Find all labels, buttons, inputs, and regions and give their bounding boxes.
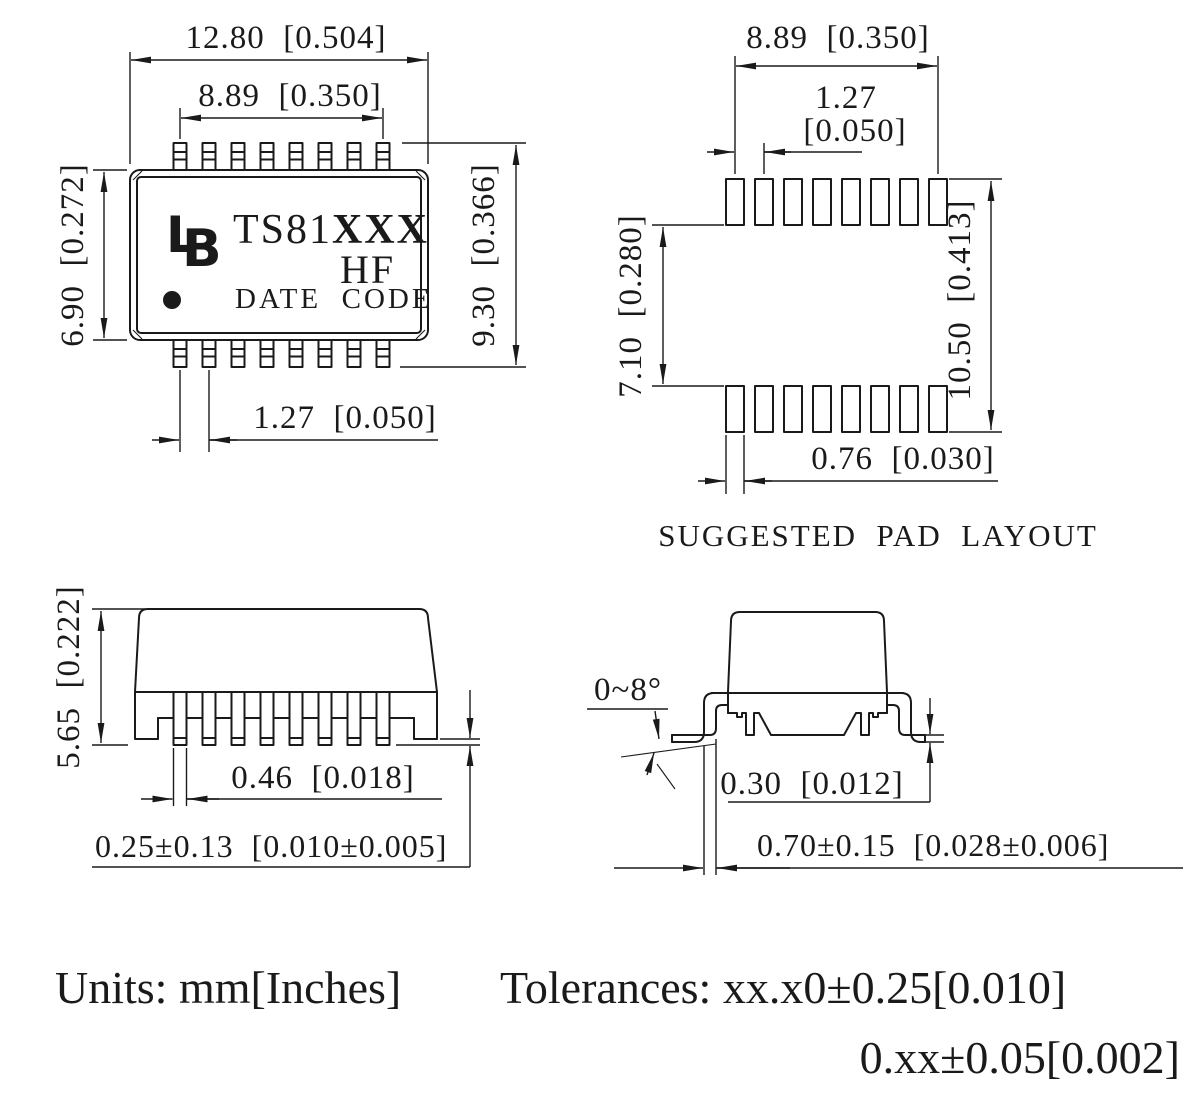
pad-layout-caption: SUGGESTED PAD LAYOUT (658, 518, 1098, 553)
part-number: TS81XXX (233, 207, 429, 253)
dim-lead-width-label: 0.46 [0.018] (231, 760, 414, 796)
dim-standoff: 0.25±0.13 [0.010±0.005] (92, 690, 480, 868)
dim-standoff-label: 0.25±0.13 [0.010±0.005] (95, 828, 447, 864)
brand-logo: L (166, 206, 198, 264)
dim-lead-thickness-label: 0.30 [0.012] (720, 766, 903, 802)
top-view-body-outline (129, 169, 429, 341)
dim-pad-pitch: 1.27 [0.050] (707, 80, 906, 174)
dim-pad-span: 8.89 [0.350] (734, 20, 939, 174)
dim-body-height-label: 6.90 [0.272] (55, 163, 91, 346)
footer-notes: Units: mm[Inches] Tolerances: xx.x0±0.25… (55, 962, 1180, 1083)
dim-pad-width-label: 0.76 [0.030] (811, 441, 994, 477)
dim-lead-angle: 0~8° (587, 672, 717, 790)
dim-lead-thickness: 0.30 [0.012] (720, 698, 944, 803)
pad-rows (725, 178, 948, 433)
dim-pad-pitch-in-label: [0.050] (803, 113, 906, 149)
pad-layout-view: 8.89 [0.350] 1.27 [0.050] 7.10 [0.280] 1… (613, 20, 1098, 553)
end-view-left-lead (671, 692, 731, 743)
dim-pin-span-label: 8.89 [0.350] (198, 78, 381, 114)
marking-date-code: DATE CODE (235, 283, 433, 315)
top-view: L B TS81XXX HF DATE CODE 12.80 [0.504] 8… (55, 20, 526, 452)
dim-height-label: 5.65 [0.222] (51, 585, 87, 768)
dim-lead-angle-label: 0~8° (594, 672, 662, 708)
end-view: 0~8° 0.30 [0.012] 0.70±0.15 [0.028±0.006… (587, 611, 1183, 875)
dim-height: 5.65 [0.222] (51, 585, 145, 769)
pin1-marker-dot (163, 291, 181, 309)
side-view: 5.65 [0.222] 0.46 [0.018] 0.25±0.13 [0.0… (51, 585, 480, 868)
dim-foot-width-label: 0.70±0.15 [0.028±0.006] (757, 827, 1109, 863)
dim-foot-width: 0.70±0.15 [0.028±0.006] (614, 739, 1183, 875)
dim-outer-span: 10.50 [0.413] (942, 178, 1002, 433)
dim-inner-gap-label: 7.10 [0.280] (613, 214, 649, 397)
dim-outer-span-label: 10.50 [0.413] (942, 200, 978, 401)
dim-overall-height-label: 9.30 [0.366] (466, 163, 502, 346)
dim-pin-pitch-label: 1.27 [0.050] (253, 400, 436, 436)
dim-pad-span-label: 8.89 [0.350] (746, 20, 929, 56)
marking-hf: HF (340, 247, 395, 292)
dim-overall-width-label: 12.80 [0.504] (186, 20, 387, 56)
dim-overall-width: 12.80 [0.504] (129, 20, 429, 164)
dim-inner-gap: 7.10 [0.280] (613, 214, 724, 398)
brand-logo-b: B (182, 219, 222, 279)
dim-pad-pitch-mm-label: 1.27 (815, 80, 877, 116)
end-view-right-lead (884, 692, 926, 743)
dim-overall-height: 9.30 [0.366] (400, 142, 526, 368)
units-note: Units: mm[Inches] (55, 962, 401, 1013)
dim-pin-pitch: 1.27 [0.050] (152, 370, 438, 452)
tolerances-note-line1: Tolerances: xx.x0±0.25[0.010] (500, 962, 1066, 1013)
dim-body-height: 6.90 [0.272] (55, 163, 127, 347)
end-view-body (711, 611, 904, 736)
dim-pad-width: 0.76 [0.030] (698, 435, 998, 494)
tolerances-note-line2: 0.xx±0.05[0.002] (860, 1032, 1180, 1083)
side-view-body (134, 608, 438, 740)
dim-lead-width: 0.46 [0.018] (141, 748, 442, 806)
dim-pin-span: 8.89 [0.350] (179, 78, 384, 139)
